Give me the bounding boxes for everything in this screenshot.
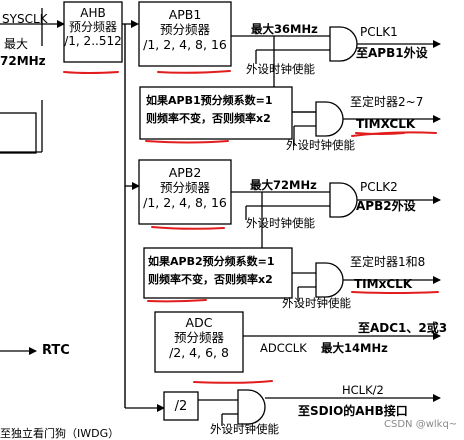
iwdg-label: 至独立看门狗（IWDG） — [0, 427, 120, 440]
apb1-enable-label: 外设时钟使能 — [246, 62, 315, 76]
apb1-max-label: 最大36MHz — [251, 22, 318, 36]
apb2-prescaler-box — [138, 159, 232, 225]
ahb-title: AHB — [80, 6, 106, 20]
apb1-and-gate — [329, 26, 358, 62]
hclk-and-gate — [237, 389, 266, 425]
max-72mhz-label: 72MHz — [0, 54, 46, 68]
apb2-target-label: APB2外设 — [356, 199, 416, 213]
apb2-divs: /1, 2, 4, 8, 16 — [143, 194, 227, 210]
apb1-timer-and-gate — [315, 101, 344, 137]
apb1-divs: /1, 2, 4, 8, 16 — [143, 36, 227, 52]
apb1-box-text: APB1 预分频器 /1, 2, 4, 8, 16 — [139, 7, 231, 52]
adc-max-label: 最大14MHz — [321, 341, 388, 355]
apb1-timer-note-line2: 则频率不变，否则频率x2 — [146, 112, 271, 125]
apb2-max-label: 最大72MHz — [250, 178, 317, 192]
apb1-timer-note-box — [139, 86, 293, 140]
red-annotations — [63, 70, 439, 384]
apb1-title: APB1 — [168, 7, 202, 22]
hclk-div2-text: /2 — [174, 399, 188, 414]
pclk2-label: PCLK2 — [360, 180, 398, 194]
ahb-subtitle: 预分频器 — [68, 20, 117, 35]
apb2-box-text: APB2 预分频器 /1, 2, 4, 8, 16 — [139, 165, 231, 210]
apb2-timer-and-gate — [315, 262, 344, 298]
apb2-timxclk-label: TIMxCLK — [354, 277, 413, 291]
apb1-target-label: 至APB1外设 — [356, 46, 428, 60]
apb2-enable-label: 外设时钟使能 — [246, 216, 315, 230]
adc-box-text: ADC 预分频器 /2, 4, 6, 8 — [155, 315, 243, 360]
apb2-timer-target-label: 至定时器1和8 — [350, 255, 426, 269]
apb2-timer-note-line1: 如果APB2预分频系数=1 — [148, 255, 275, 268]
apb2-timer-note-line2: 则频率不变，否则频率x2 — [148, 273, 273, 286]
adc-target-label: 至ADC1、2或3 — [358, 321, 448, 335]
apb1-timer-enable-label: 外设时钟使能 — [286, 138, 355, 152]
left-partial-box — [0, 112, 37, 154]
hclk-div2-box — [163, 391, 199, 421]
apb2-subtitle: 预分频器 — [159, 179, 210, 195]
apb2-title: APB2 — [168, 165, 202, 180]
apb1-prescaler-box — [138, 1, 232, 67]
ahb-prescaler-box — [63, 1, 123, 63]
ahb-box-text: AHB 预分频器 /1, 2..512 — [64, 6, 122, 48]
apb1-timer-target-label: 至定时器2~7 — [350, 95, 424, 109]
adc-subtitle: 预分频器 — [173, 329, 224, 345]
apb1-subtitle: 预分频器 — [159, 21, 210, 37]
ahb-divs: /1, 2..512 — [64, 34, 122, 49]
rtc-label: RTC — [42, 343, 70, 358]
apb1-timxclk-label: TIMXCLK — [356, 117, 416, 131]
adc-divs: /2, 4, 6, 8 — [169, 344, 229, 360]
csdn-watermark: CSDN @wlkq~ — [384, 419, 458, 430]
adc-prescaler-box — [154, 311, 244, 373]
hclk2-label: HCLK/2 — [342, 383, 384, 397]
sdio-target-label: 至SDIO的AHB接口 — [298, 404, 408, 418]
pclk1-label: PCLK1 — [360, 25, 398, 39]
max-prefix-label: 最大 — [4, 37, 29, 51]
apb1-timer-note-line1: 如果APB1预分频系数=1 — [146, 94, 273, 107]
hclk-enable-label: 外设时钟使能 — [210, 422, 279, 436]
adcclk-label: ADCCLK — [260, 341, 307, 355]
sysclk-label: SYSCLK — [2, 12, 48, 26]
apb2-and-gate — [329, 182, 358, 218]
adc-title: ADC — [185, 315, 213, 330]
apb2-timer-enable-label: 外设时钟使能 — [282, 296, 351, 310]
